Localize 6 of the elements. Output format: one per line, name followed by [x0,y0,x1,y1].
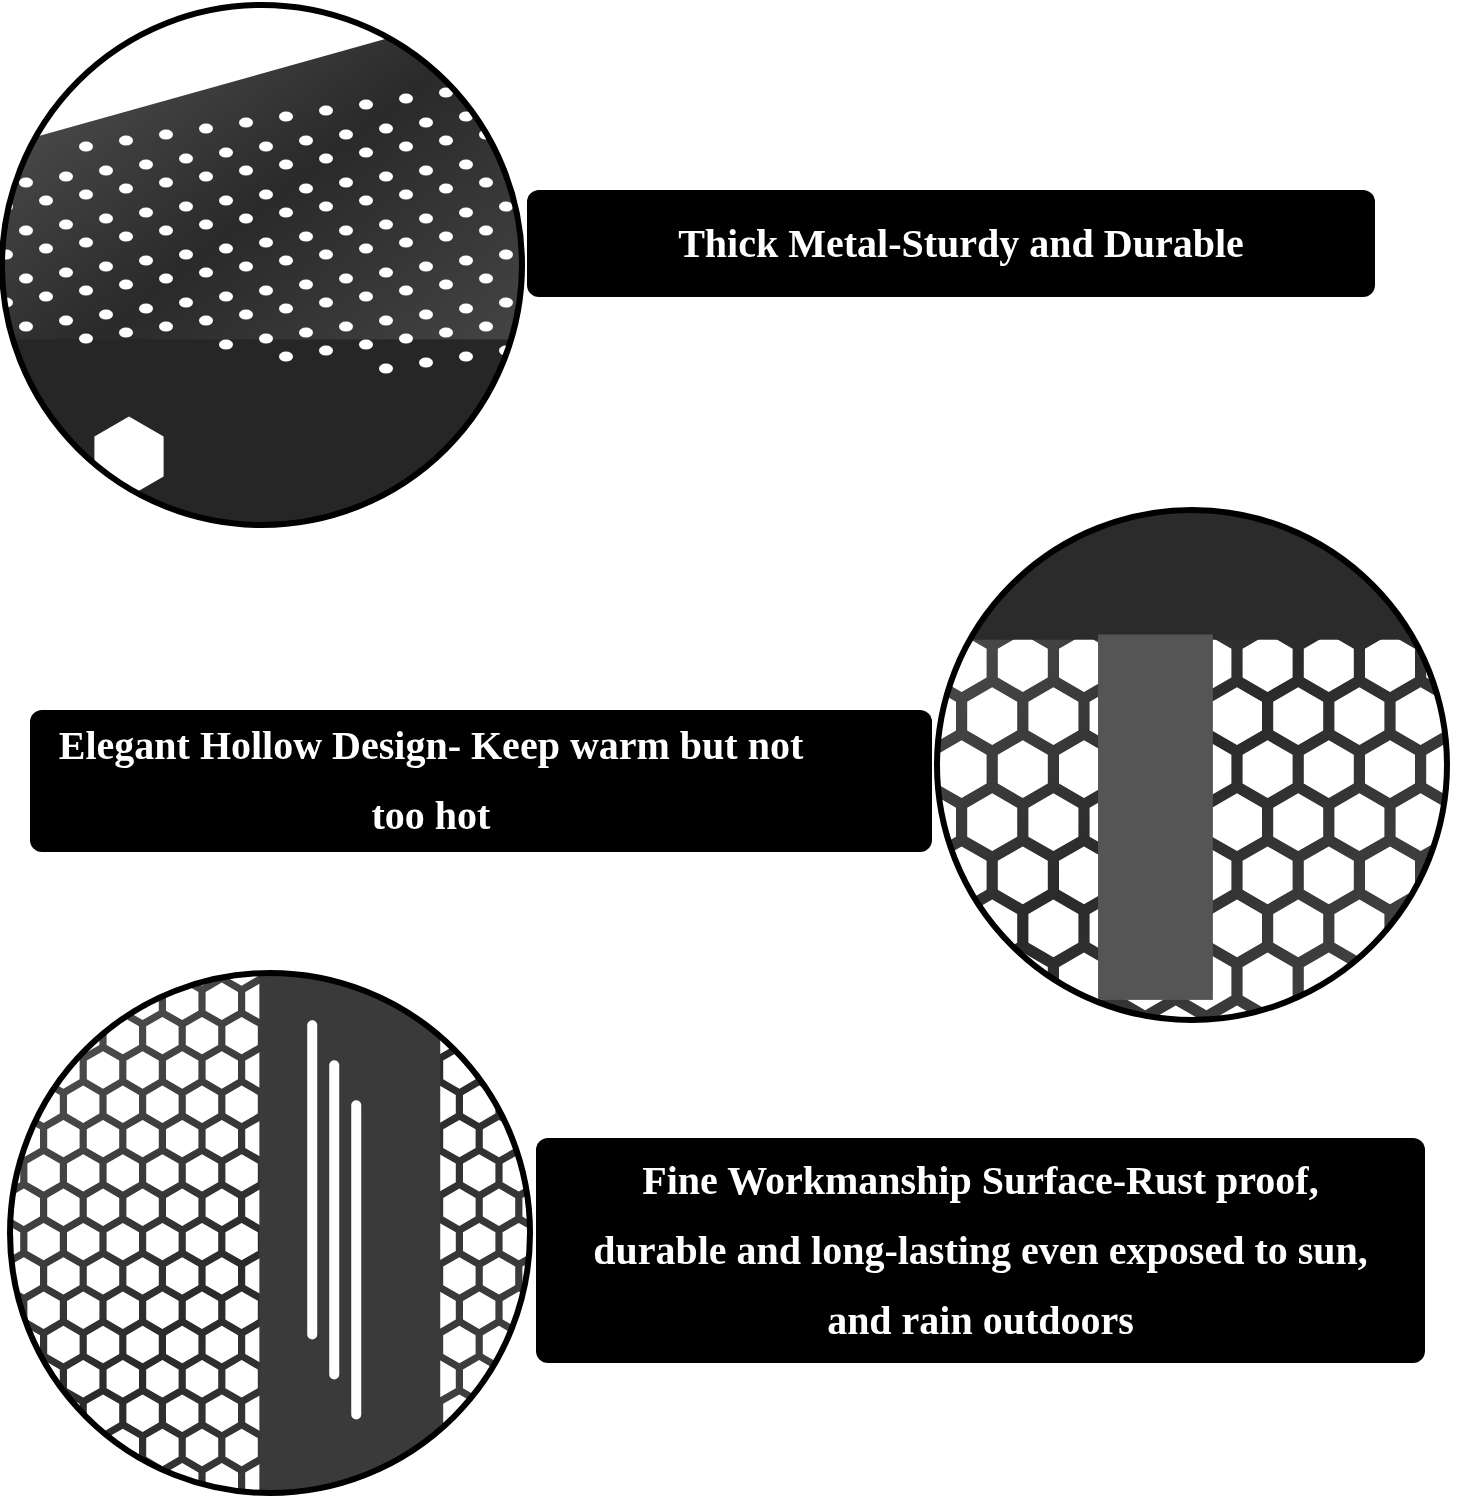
text-banner [30,710,932,852]
text-banner [536,1138,1425,1363]
text-banner [527,190,1375,297]
feature-text: Thick Metal-Sturdy and Durable [678,219,1244,268]
feature-text: Fine Workmanship Surface-Rust proof, durable and long-lasting even exposed to sun, and rain outdoors [592,1156,1369,1345]
feature-text: Elegant Hollow Design- Keep warm but not too hot [57,722,805,840]
